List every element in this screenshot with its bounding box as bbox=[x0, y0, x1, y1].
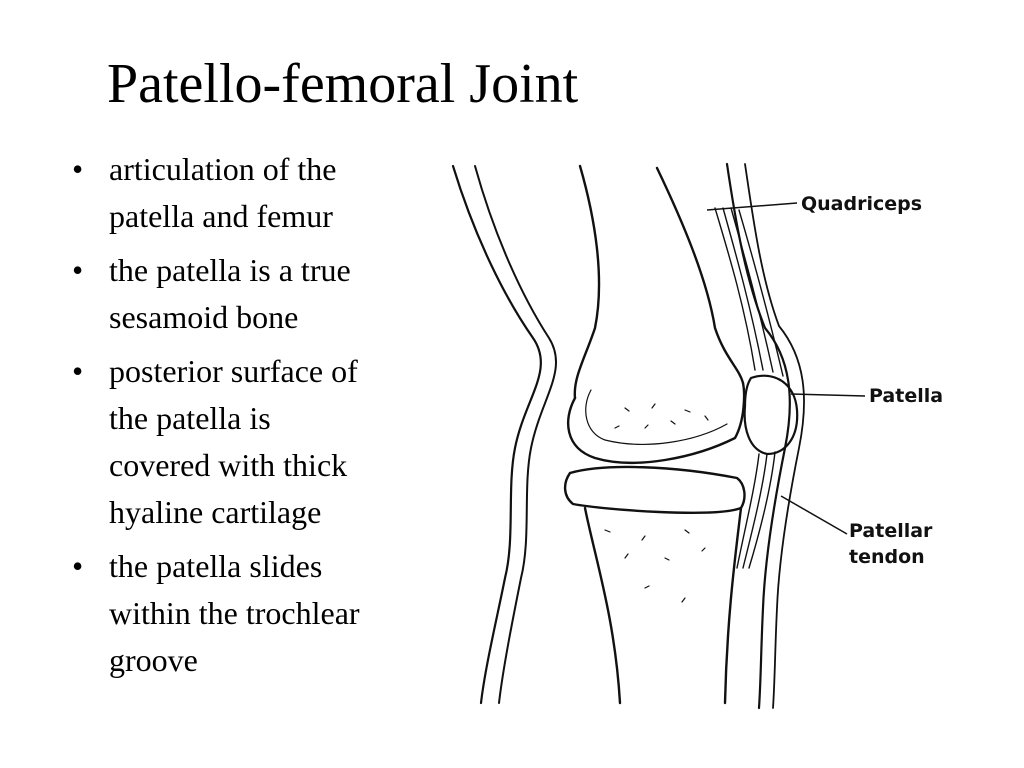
bullet-line: the patella slides bbox=[109, 548, 323, 584]
bullet-glyph: • bbox=[72, 252, 84, 288]
patellar-tendon bbox=[742, 453, 768, 569]
quadriceps-label: Quadriceps bbox=[801, 193, 922, 215]
quadriceps-tendon bbox=[714, 207, 756, 371]
slide-title: Patello-femoral Joint bbox=[107, 53, 579, 115]
tibia-shaft-posterior bbox=[583, 506, 622, 705]
quadriceps-tendon bbox=[722, 207, 764, 371]
femur-shaft-anterior bbox=[655, 166, 745, 385]
femoral-condyle-inner bbox=[585, 389, 728, 445]
patellar-tendon bbox=[736, 453, 760, 569]
anterior-skin-outline-inner bbox=[744, 163, 805, 709]
bullet-line: covered with thick bbox=[109, 447, 348, 483]
bullet-item: • articulation of the patella and femur bbox=[72, 146, 432, 240]
patella-label: Patella bbox=[869, 385, 943, 407]
femur-shaft-posterior bbox=[573, 164, 601, 400]
posterior-skin-outline bbox=[451, 164, 542, 705]
bullet-line: sesamoid bone bbox=[109, 299, 299, 335]
bullet-line: the patella is bbox=[109, 400, 271, 436]
bullet-glyph: • bbox=[72, 151, 84, 187]
quadriceps-leader-line bbox=[706, 202, 798, 211]
tibial-plateau bbox=[563, 465, 746, 514]
posterior-skin-outline-inner bbox=[474, 165, 558, 704]
bullet-line: groove bbox=[109, 642, 198, 678]
patellar-tendon-leader-line bbox=[780, 495, 848, 535]
patellar-tendon-label-line1: Patellar bbox=[849, 520, 933, 542]
bullet-line: hyaline cartilage bbox=[109, 494, 322, 530]
bullet-list: • articulation of the patella and femur … bbox=[72, 146, 432, 691]
bone-texture bbox=[604, 403, 709, 603]
quadriceps-tendon bbox=[730, 207, 774, 373]
bullet-line: the patella is a true bbox=[109, 252, 351, 288]
femoral-condyle bbox=[567, 381, 746, 464]
bullet-item: • the patella slides within the trochlea… bbox=[72, 543, 432, 684]
quadriceps-tendon bbox=[738, 209, 784, 377]
patella-leader-line bbox=[790, 393, 866, 397]
bullet-line: patella and femur bbox=[109, 198, 333, 234]
bullet-line: within the trochlear bbox=[109, 595, 360, 631]
bullet-glyph: • bbox=[72, 353, 84, 389]
bullet-glyph: • bbox=[72, 548, 84, 584]
patellar-tendon bbox=[748, 451, 776, 569]
bullet-item: • posterior surface of the patella is co… bbox=[72, 348, 432, 536]
patellar-tendon-label-line2: tendon bbox=[849, 546, 925, 568]
bullet-line: articulation of the bbox=[109, 151, 337, 187]
bullet-item: • the patella is a true sesamoid bone bbox=[72, 247, 432, 341]
knee-joint-illustration: Quadriceps Patella Patellar tendon bbox=[451, 162, 943, 710]
bullet-line: posterior surface of bbox=[109, 353, 358, 389]
tibia-shaft-anterior bbox=[723, 506, 743, 705]
